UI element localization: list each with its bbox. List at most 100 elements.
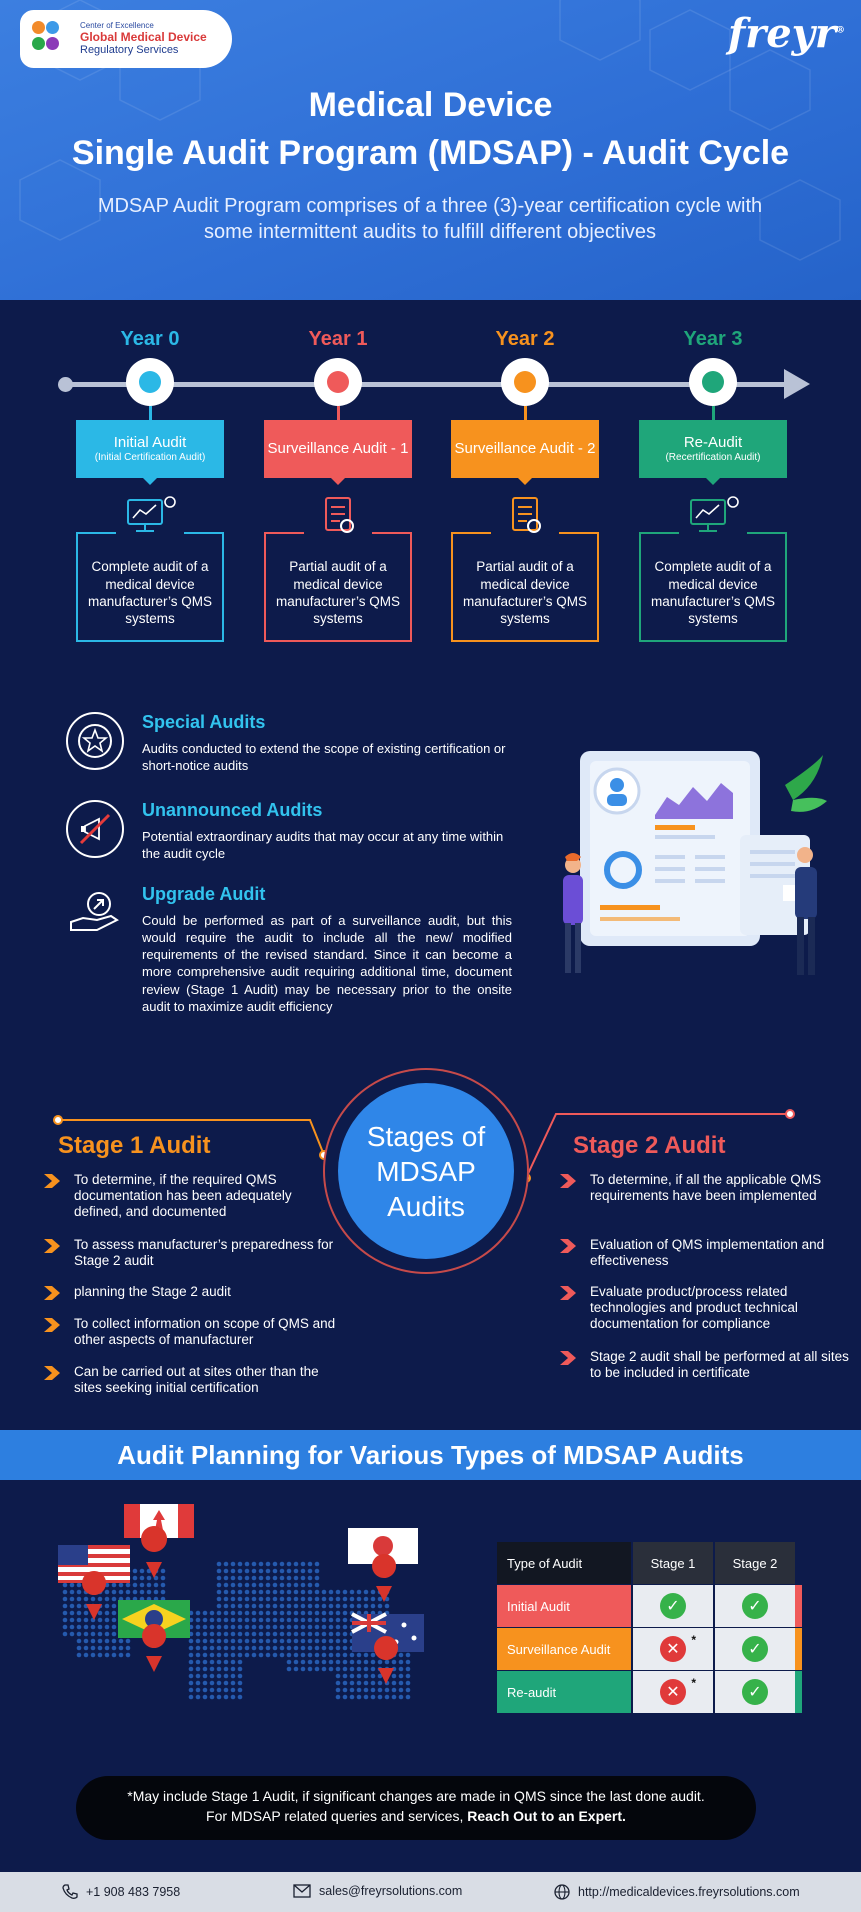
- contact-footer: +1 908 483 7958 sales@freyrsolutions.com…: [0, 1872, 861, 1912]
- chevron-right-icon: [42, 1285, 62, 1306]
- table-header-stage1: Stage 1: [633, 1542, 713, 1584]
- header-banner: Center of Excellence Global Medical Devi…: [0, 0, 861, 300]
- freyr-logo: freyr®: [727, 10, 845, 57]
- check-icon: ✓: [742, 1679, 768, 1705]
- planning-banner: Audit Planning for Various Types of MDSA…: [0, 1430, 861, 1480]
- timeline-description-box: Partial audit of a medical device manufa…: [264, 532, 412, 642]
- table-cell-stage1: ✕*: [633, 1628, 713, 1670]
- check-icon: ✓: [660, 1593, 686, 1619]
- check-icon: ✓: [742, 1636, 768, 1662]
- stages-center-line2: MDSAP: [376, 1155, 476, 1187]
- footer-phone[interactable]: +1 908 483 7958: [62, 1884, 180, 1900]
- timeline-node: [314, 358, 362, 406]
- timeline-description-box: Complete audit of a medical device manuf…: [76, 532, 224, 642]
- timeline-description: Partial audit of a medical device manufa…: [275, 559, 401, 627]
- footer-email[interactable]: sales@freyrsolutions.com: [293, 1884, 462, 1898]
- chevron-right-icon: [42, 1238, 62, 1259]
- upgrade-audit-title: Upgrade Audit: [142, 884, 266, 904]
- footer-email-text: sales@freyrsolutions.com: [319, 1884, 463, 1898]
- timeline-description: Partial audit of a medical device manufa…: [462, 559, 588, 627]
- envelope-icon: [293, 1884, 311, 1898]
- stage2-list-item: Evaluate product/process related technol…: [590, 1284, 798, 1332]
- chevron-right-icon: [42, 1317, 62, 1338]
- unannounced-audits-title: Unannounced Audits: [142, 800, 323, 820]
- chevron-right-icon: [42, 1365, 62, 1386]
- cross-icon: ✕*: [660, 1676, 696, 1705]
- timeline-year-label: Year 0: [120, 328, 180, 350]
- timeline-audit-label: Surveillance Audit - 1: [264, 420, 412, 485]
- footnote-pill: *May include Stage 1 Audit, if significa…: [76, 1776, 756, 1840]
- monitor-settings-icon: [637, 490, 789, 540]
- table-cell-type: Initial Audit: [497, 1585, 631, 1627]
- table-header-type: Type of Audit: [497, 1542, 631, 1584]
- timeline-column: Year 1 Surveillance Audit - 1 Partial audi…: [262, 328, 414, 642]
- stage1-title: Stage 1 Audit: [58, 1132, 211, 1159]
- badge-small-text: Center of Excellence: [80, 20, 154, 30]
- coe-dots-icon: [32, 19, 72, 59]
- timeline-audit-label: Surveillance Audit - 2: [451, 420, 599, 485]
- hexagon-pattern: [19, 0, 841, 261]
- table-cell-stage2: ✓: [715, 1628, 795, 1670]
- timeline-year-label: Year 1: [308, 328, 368, 350]
- table-cell-stage2: ✓: [715, 1671, 795, 1713]
- coe-badge: Center of Excellence Global Medical Devi…: [20, 10, 232, 68]
- timeline-start-dot: [58, 377, 73, 392]
- checklist-icon: [262, 490, 414, 540]
- cross-icon: ✕*: [660, 1633, 696, 1662]
- special-audits-title: Special Audits: [142, 712, 266, 732]
- table-header-row: Type of Audit Stage 1 Stage 2: [497, 1542, 802, 1584]
- chevron-right-icon: [558, 1285, 578, 1306]
- audit-type-sublabel: (Recertification Audit): [665, 452, 761, 463]
- hand-arrow-icon: [66, 884, 124, 942]
- stage2-title: Stage 2 Audit: [573, 1132, 726, 1159]
- table-row: Surveillance Audit ✕* ✓: [497, 1628, 802, 1670]
- reach-out-link[interactable]: Reach Out to an Expert.: [467, 1808, 626, 1825]
- upgrade-audit-text: Could be performed as part of a surveill…: [142, 913, 512, 1014]
- audit-type-sublabel: (Initial Certification Audit): [94, 452, 206, 463]
- table-cell-stage1: ✓: [633, 1585, 713, 1627]
- table-row: Re-audit ✕* ✓: [497, 1671, 802, 1713]
- timeline-audit-label: Initial Audit(Initial Certification Audi…: [76, 420, 224, 485]
- location-pins-icon: [82, 1526, 399, 1684]
- audit-type-name: Initial Audit: [113, 434, 187, 451]
- stage1-list-item: To collect information on scope of QMS a…: [74, 1316, 336, 1348]
- stages-center-line1: Stages of: [366, 1120, 486, 1152]
- globe-icon: [554, 1884, 570, 1900]
- audit-planning-table: Type of Audit Stage 1 Stage 2 Initial Au…: [497, 1542, 802, 1714]
- table-cell-type: Surveillance Audit: [497, 1628, 631, 1670]
- table-header-stage2: Stage 2: [715, 1542, 795, 1584]
- chevron-right-icon: [558, 1173, 578, 1194]
- timeline-description-box: Partial audit of a medical device manufa…: [451, 532, 599, 642]
- timeline-audit-label: Re-Audit(Recertification Audit): [639, 420, 787, 485]
- table-row: Initial Audit ✓ ✓: [497, 1585, 802, 1627]
- special-audits-text: Audits conducted to extend the scope of …: [142, 741, 506, 774]
- flag-brazil-icon: [118, 1600, 190, 1638]
- timeline-node: [126, 358, 174, 406]
- unannounced-audits-text: Potential extraordinary audits that may …: [142, 829, 504, 862]
- monitor-settings-icon: [74, 490, 226, 540]
- footer-website[interactable]: http://medicaldevices.freyrsolutions.com: [554, 1884, 800, 1900]
- footer-phone-text: +1 908 483 7958: [86, 1885, 181, 1899]
- star-badge-icon: [66, 712, 124, 770]
- stages-center-line3: Audits: [387, 1190, 465, 1222]
- timeline-description: Complete audit of a medical device manuf…: [87, 559, 213, 627]
- badge-sub-text: Regulatory Services: [80, 43, 179, 56]
- chevron-right-icon: [558, 1238, 578, 1259]
- stage2-list-item: Stage 2 audit shall be performed at all …: [590, 1349, 849, 1381]
- timeline-node: [689, 358, 737, 406]
- timeline-description: Complete audit of a medical device manuf…: [650, 559, 776, 627]
- stage1-list-item: planning the Stage 2 audit: [74, 1284, 231, 1299]
- table-cell-type: Re-audit: [497, 1671, 631, 1713]
- table-cell-stage2: ✓: [715, 1585, 795, 1627]
- phone-icon: [62, 1884, 78, 1899]
- footnote-line2: For MDSAP related queries and services, …: [206, 1808, 626, 1825]
- footer-website-text: http://medicaldevices.freyrsolutions.com: [578, 1885, 800, 1899]
- footnote-line1: *May include Stage 1 Audit, if significa…: [127, 1788, 705, 1804]
- timeline-axis: [66, 382, 791, 387]
- chevron-right-icon: [42, 1173, 62, 1194]
- badge-main-text: Global Medical Device: [80, 29, 207, 44]
- world-map-illustration: [58, 1504, 424, 1700]
- audit-type-name: Re-Audit: [683, 434, 743, 451]
